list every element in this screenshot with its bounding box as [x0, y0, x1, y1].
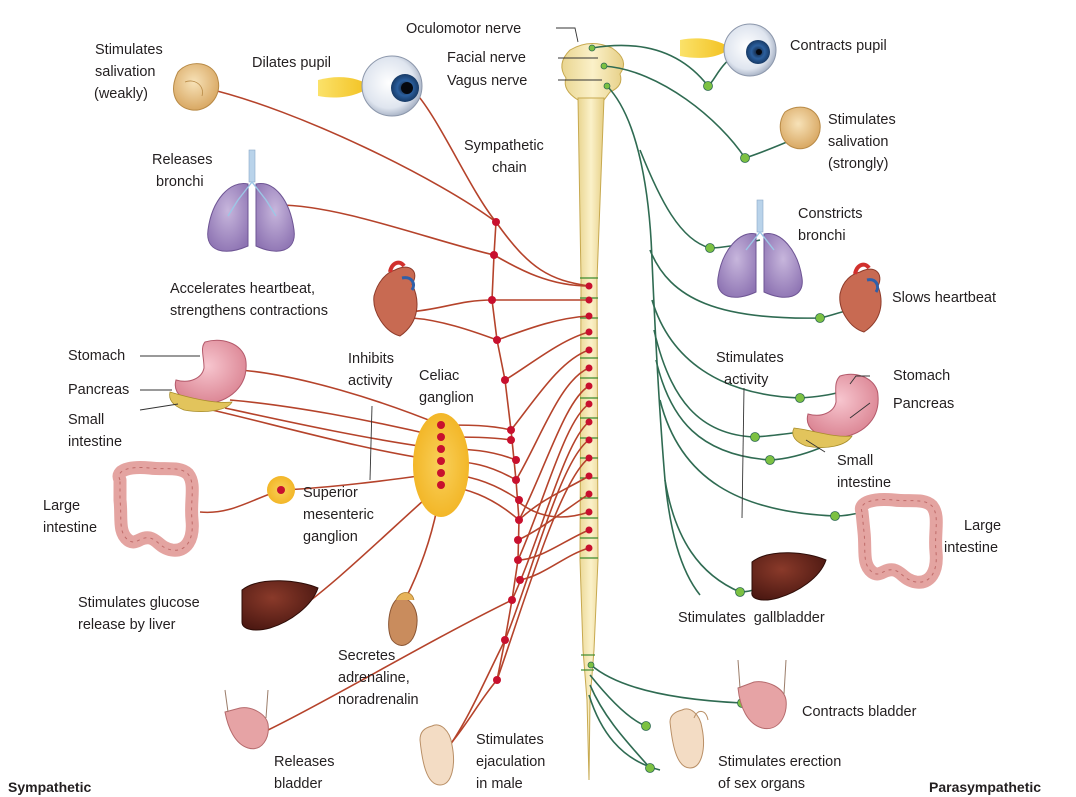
- leader-lines: [140, 28, 870, 518]
- symp-small-intestine-label: Small intestine: [68, 412, 122, 450]
- celiac-ganglion-label: Celiac ganglion: [419, 368, 474, 406]
- sympathetic-labels: Stimulates salivation (weakly) Dilates p…: [43, 42, 549, 792]
- sympathetic-chain-label: Sympathetic chain: [464, 138, 548, 176]
- sympathetic-title: Sympathetic: [8, 779, 91, 795]
- sympathetic-chain-trunk: [492, 222, 519, 680]
- superior-mesenteric-label: Superior mesenteric ganglion: [303, 485, 378, 545]
- para-erection-label: Stimulates erection of sex organs: [718, 754, 845, 792]
- male-organs-right: [670, 709, 708, 768]
- eye-left: [318, 56, 422, 116]
- symp-ejaculation-label: Stimulates ejaculation in male: [476, 732, 549, 792]
- vagus-nerve-label: Vagus nerve: [447, 73, 527, 89]
- symp-bronchi-label: Releases bronchi: [152, 152, 216, 190]
- salivary-gland-right: [780, 107, 820, 149]
- heart-left: [374, 263, 417, 336]
- para-bladder-label: Contracts bladder: [802, 704, 917, 720]
- adrenal-kidney-left: [389, 593, 417, 646]
- liver-right: [752, 553, 826, 600]
- symp-liver-label: Stimulates glucose release by liver: [78, 595, 204, 633]
- para-heart-label: Slows heartbeat: [892, 290, 996, 306]
- facial-pathway: [604, 66, 805, 158]
- para-stomach-label: Stomach: [893, 368, 950, 384]
- bladder-right: [738, 660, 786, 729]
- symp-stomach-label: Stomach: [68, 348, 125, 364]
- salivary-gland-left: [174, 64, 219, 111]
- oculomotor-nerve-label: Oculomotor nerve: [406, 21, 521, 37]
- large-intestine-left: [119, 468, 192, 551]
- lungs-right: [718, 200, 803, 297]
- para-large-intestine-label: Large intestine: [944, 518, 1005, 556]
- para-activity-label: Stimulates activity: [716, 350, 788, 388]
- para-salivation-label: Stimulates salivation (strongly): [828, 112, 900, 172]
- liver-left: [242, 581, 318, 630]
- sympathetic-chain-ganglia: [488, 218, 593, 684]
- para-gallbladder-label: Stimulates gallbladder: [678, 610, 825, 626]
- para-pupil-label: Contracts pupil: [790, 38, 887, 54]
- facial-nerve-label: Facial nerve: [447, 50, 526, 66]
- parasympathetic-ganglia: [588, 45, 840, 773]
- nerve-labels: Oculomotor nerve Facial nerve Vagus nerv…: [406, 21, 527, 89]
- parasympathetic-title: Parasympathetic: [929, 779, 1041, 795]
- symp-salivation-label: Stimulates salivation (weakly): [94, 42, 167, 102]
- symp-bladder-label: Releases bladder: [274, 754, 338, 792]
- male-organs-left: [420, 725, 454, 785]
- celiac-ganglion: [413, 413, 469, 517]
- stomach-left: [175, 340, 246, 404]
- large-intestine-right: [861, 500, 936, 583]
- symp-adrenal-label: Secretes adrenaline, noradrenalin: [338, 648, 419, 708]
- symp-inhibits-label: Inhibits activity: [348, 351, 398, 389]
- bladder-left: [225, 690, 268, 749]
- lungs-left: [208, 150, 295, 251]
- brainstem: [562, 43, 624, 100]
- spinal-cord: [562, 43, 624, 780]
- superior-mesenteric-ganglion: [267, 476, 295, 504]
- symp-heart-label: Accelerates heartbeat, strengthens contr…: [170, 281, 328, 319]
- heart-right: [840, 265, 881, 332]
- para-pancreas-label: Pancreas: [893, 396, 954, 412]
- eye-right: [680, 24, 776, 76]
- symp-pancreas-label: Pancreas: [68, 382, 129, 398]
- parasympathetic-pathways: [588, 45, 862, 773]
- symp-large-intestine-label: Large intestine: [43, 498, 97, 536]
- stomach-right: [807, 374, 878, 438]
- para-bronchi-label: Constricts bronchi: [798, 206, 867, 244]
- para-small-intestine-label: Small intestine: [837, 453, 891, 491]
- vagus-pathway: [607, 86, 700, 595]
- symp-pupil-label: Dilates pupil: [252, 55, 331, 71]
- side-titles: Sympathetic Parasympathetic: [8, 779, 1041, 795]
